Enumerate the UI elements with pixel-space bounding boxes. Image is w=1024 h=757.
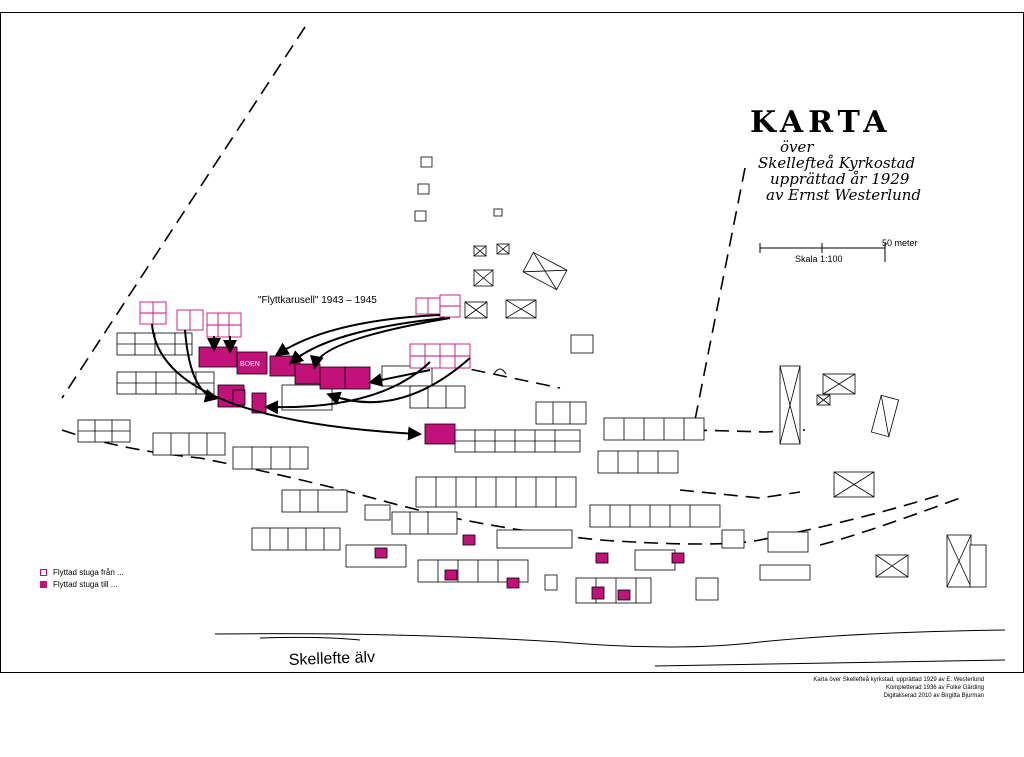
moving-arrows: [151, 314, 471, 441]
river-label: Skellefte älv: [289, 649, 376, 669]
legend-swatch-from: [40, 568, 47, 576]
scale-bar: [759, 243, 886, 262]
legend-label-to: Flyttad stuga till ...: [53, 579, 118, 589]
credit-line: Karta över Skellefteå kyrkstad, upprätta…: [813, 677, 984, 683]
building-label: BOEN: [240, 361, 260, 368]
map-title-line3: upprättad år 1929: [770, 170, 910, 188]
legend-item-from: Flyttad stuga från ...: [40, 566, 124, 578]
road-features: [493, 368, 507, 375]
map-title-line2: Skellefteå Kyrkostad: [758, 154, 915, 172]
river-banks: [214, 629, 1006, 667]
credit-line: Digitaliserad 2010 av Birgitta Bjurman: [883, 693, 984, 699]
carousel-label: "Flyttkarusell" 1943 – 1945: [258, 295, 377, 306]
map-title-main: KARTA: [750, 105, 892, 140]
legend-item-to: Flyttad stuga till ...: [40, 578, 124, 590]
buildings: [77, 156, 987, 604]
legend: Flyttad stuga från ... Flyttad stuga til…: [40, 566, 124, 590]
map-title-line4: av Ernst Westerlund: [766, 186, 921, 204]
map-credits: Karta över Skellefteå kyrkstad, upprätta…: [813, 676, 984, 700]
legend-label-from: Flyttad stuga från ...: [53, 567, 124, 577]
scale-ratio: Skala 1:100: [795, 254, 843, 264]
legend-swatch-to: [40, 580, 47, 588]
moved-from-houses: [139, 294, 471, 369]
map-title-line1: över: [780, 138, 814, 156]
credit-line: Kompletterad 1936 av Folke Gärding: [885, 685, 984, 691]
scale-distance: 50 meter: [882, 238, 918, 248]
